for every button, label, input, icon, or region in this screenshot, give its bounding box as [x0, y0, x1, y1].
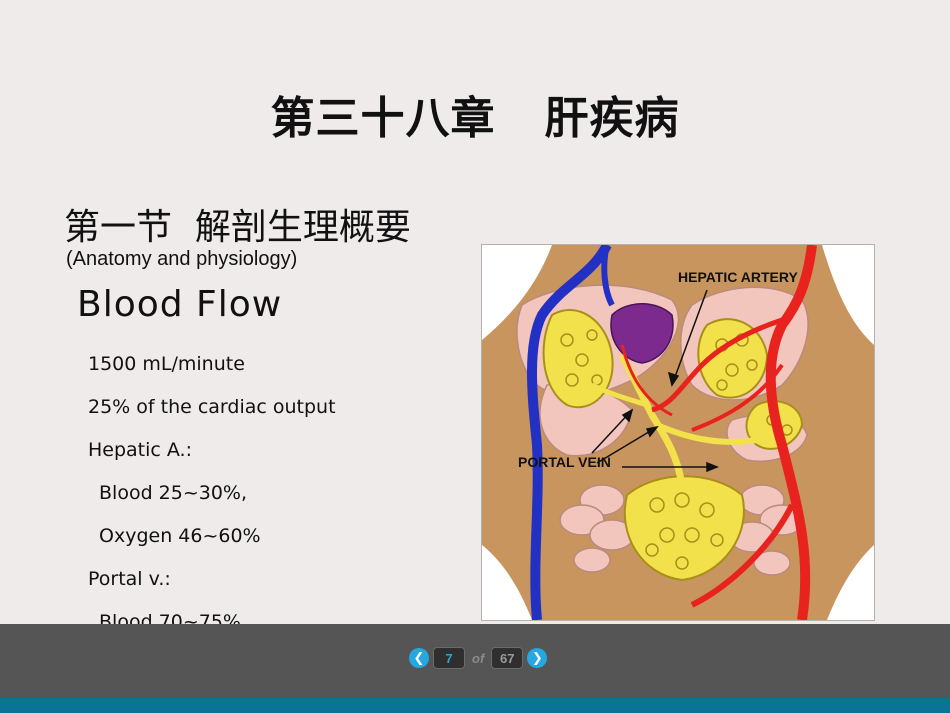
slide: 第三十八章 肝疾病 第一节 解剖生理概要 (Anatomy and physio… [64, 93, 875, 624]
illustration-svg: HEPATIC ARTERY PORTAL VEIN [482, 245, 874, 620]
prev-page-button[interactable]: ❮ [409, 648, 429, 668]
list-item: Blood 70~75% [99, 611, 241, 624]
label-hepatic-artery: HEPATIC ARTERY [678, 269, 798, 285]
section-subtitle: (Anatomy and physiology) [66, 248, 298, 270]
aorta [765, 245, 817, 620]
bullet-list: 1500 mL/minute 25% of the cardiac output… [88, 350, 336, 624]
spleen-capillaries [610, 303, 674, 364]
vena-cava [527, 245, 612, 620]
outline-left [482, 245, 552, 340]
artery-branch [691, 363, 784, 432]
outline-bottom-left [482, 545, 532, 620]
portal-vein-branch [655, 422, 758, 445]
capillary-beds [542, 309, 804, 582]
total-pages: 67 [491, 647, 524, 669]
list-item: 1500 mL/minute [88, 353, 245, 375]
of-label: of [472, 650, 485, 666]
liver-blood-flow-illustration: HEPATIC ARTERY PORTAL VEIN [481, 244, 875, 621]
list-item: 25% of the cardiac output [88, 396, 336, 418]
current-page-field[interactable]: 7 [433, 647, 465, 669]
mesenteric-artery [690, 503, 795, 608]
next-page-button[interactable]: ❯ [527, 648, 548, 668]
hepatic-artery [651, 317, 783, 413]
portal-vein-left [590, 382, 648, 408]
list-item: Oxygen 46~60% [99, 525, 261, 547]
viewer-toolbar [0, 624, 950, 698]
annotation-arrows [591, 289, 720, 473]
chevron-right-icon: ❯ [531, 650, 543, 666]
bottom-accent-bar [0, 698, 950, 713]
outline-right [822, 245, 874, 345]
list-item: Hepatic A.: [88, 439, 192, 461]
intestines [559, 484, 805, 576]
hepatic-vein [601, 245, 615, 307]
list-item: Blood 25~30%, [99, 482, 248, 504]
outline-bottom-right [827, 545, 874, 620]
section-title: 第一节 解剖生理概要 [64, 207, 411, 248]
pagination: ❮ 7 of 67 ❯ [409, 646, 548, 670]
slide-title: 第三十八章 肝疾病 [270, 93, 680, 144]
chevron-left-icon: ❮ [413, 650, 425, 666]
content-heading: Blood Flow [77, 284, 283, 325]
label-portal-vein: PORTAL VEIN [518, 454, 611, 470]
list-item: Portal v.: [88, 568, 171, 590]
artery-twig [620, 344, 673, 417]
